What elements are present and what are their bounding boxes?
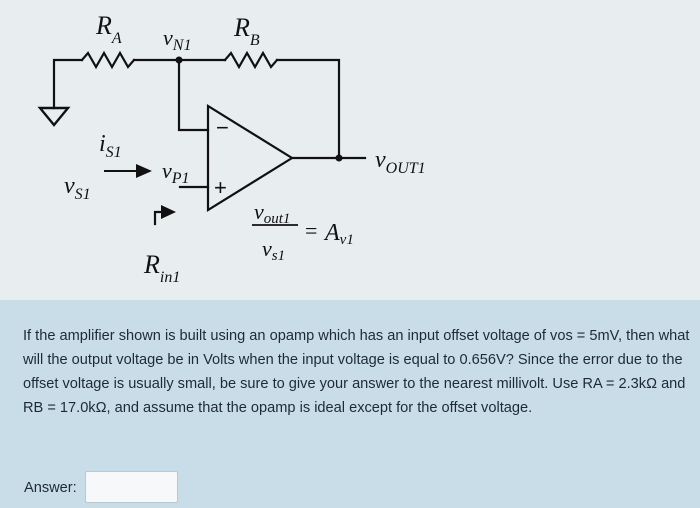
opamp-triangle [206,104,295,212]
label-vout1: vOUT1 [375,147,426,177]
node-vout [335,154,343,162]
is1-arrow-head [136,164,152,178]
wire-rb-out [275,58,341,160]
label-ra: RA [95,11,122,47]
equation-equals: = [305,218,317,243]
rin-arrow-head [161,205,176,219]
label-is1: iS1 [99,131,122,161]
circuit-svg: RA vN1 RB iS1 vP1 vS1 vOUT1 − + Rin1 vou… [37,11,426,286]
wire-node-inverting [177,58,210,132]
answer-input[interactable] [85,471,178,503]
circuit-diagram: RA vN1 RB iS1 vP1 vS1 vOUT1 − + Rin1 vou… [0,0,700,300]
equation-rhs: Av1 [323,220,354,248]
label-rb: RB [233,13,260,49]
resistor-ra [80,50,136,70]
ground-symbol [37,106,71,127]
rin-indicator [153,210,164,226]
opamp-minus-sign: − [216,115,229,140]
ground-wire [52,58,84,110]
label-rin1: Rin1 [143,250,180,286]
answer-label: Answer: [24,480,77,496]
opamp-plus-sign: + [214,175,227,200]
resistor-rb [223,50,279,70]
question-text: If the amplifier shown is built using an… [23,328,690,416]
equation-denominator: vs1 [262,236,285,264]
label-vs1: vS1 [64,173,91,203]
question-panel: If the amplifier shown is built using an… [0,300,700,508]
equation-numerator: vout1 [254,199,290,227]
node-vn1 [175,56,183,64]
label-vn1: vN1 [163,25,191,54]
label-vp1: vP1 [162,158,190,187]
